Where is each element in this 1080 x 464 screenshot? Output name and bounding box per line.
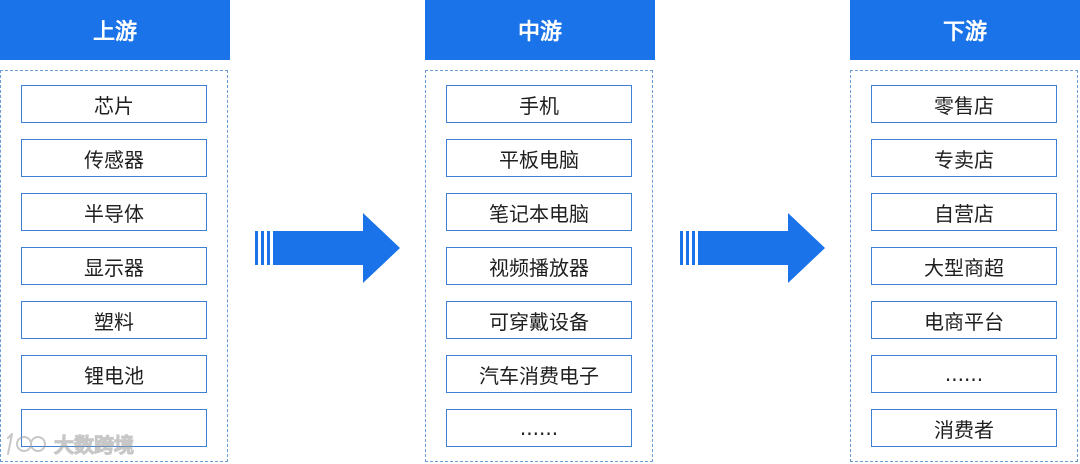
column-midstream: 中游 手机 平板电脑 笔记本电脑 视频播放器 可穿戴设备 汽车消费电子 ....… — [425, 0, 655, 462]
column-downstream: 下游 零售店 专卖店 自营店 大型商超 电商平台 ...... 消费者 — [850, 0, 1080, 462]
list-item: 专卖店 — [871, 139, 1057, 177]
list-item: ...... — [871, 355, 1057, 393]
flow-arrow-icon — [680, 213, 825, 283]
column-body: 手机 平板电脑 笔记本电脑 视频播放器 可穿戴设备 汽车消费电子 ...... — [425, 70, 653, 462]
list-item: 手机 — [446, 85, 632, 123]
list-item: 零售店 — [871, 85, 1057, 123]
list-item: 平板电脑 — [446, 139, 632, 177]
list-item: 芯片 — [21, 85, 207, 123]
column-header: 下游 — [850, 0, 1080, 60]
list-item: 传感器 — [21, 139, 207, 177]
list-item: 大型商超 — [871, 247, 1057, 285]
column-header: 上游 — [0, 0, 230, 60]
column-body: 芯片 传感器 半导体 显示器 塑料 锂电池 — [0, 70, 228, 462]
list-item: ...... — [446, 409, 632, 447]
column-upstream: 上游 芯片 传感器 半导体 显示器 塑料 锂电池 — [0, 0, 230, 462]
flow-arrow-icon — [255, 213, 400, 283]
list-item: 半导体 — [21, 193, 207, 231]
list-item — [21, 409, 207, 447]
watermark-text: 大数跨境 — [54, 432, 135, 457]
list-item: 视频播放器 — [446, 247, 632, 285]
list-item: 塑料 — [21, 301, 207, 339]
column-header: 中游 — [425, 0, 655, 60]
list-item: 汽车消费电子 — [446, 355, 632, 393]
list-item: 电商平台 — [871, 301, 1057, 339]
list-item: 笔记本电脑 — [446, 193, 632, 231]
list-item: 自营店 — [871, 193, 1057, 231]
watermark: 大数跨境 — [4, 424, 135, 462]
list-item: 显示器 — [21, 247, 207, 285]
logo-mark-icon — [7, 433, 46, 455]
list-item: 消费者 — [871, 409, 1057, 447]
column-body: 零售店 专卖店 自营店 大型商超 电商平台 ...... 消费者 — [850, 70, 1078, 462]
list-item: 锂电池 — [21, 355, 207, 393]
list-item: 可穿戴设备 — [446, 301, 632, 339]
